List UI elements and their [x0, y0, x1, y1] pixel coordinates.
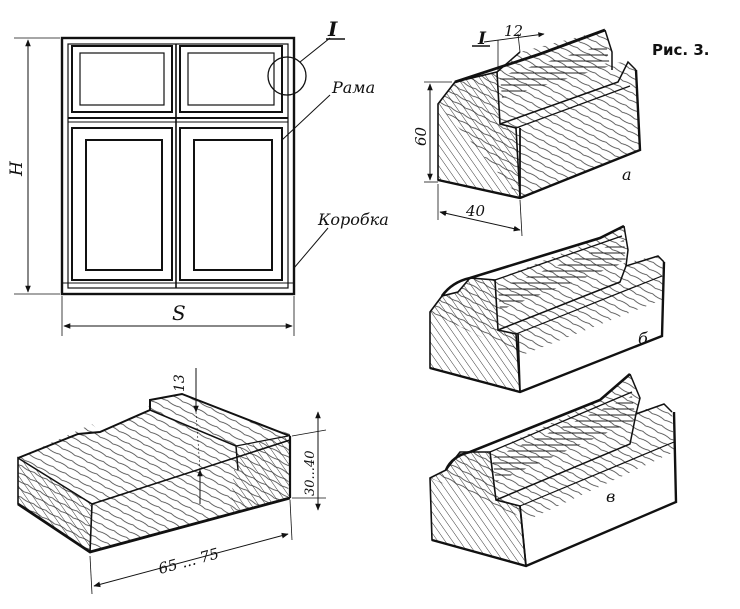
height-label: H — [7, 160, 27, 177]
blank-rebate-depth: 13 — [172, 374, 188, 392]
sash-left-glass — [85, 139, 163, 271]
profile-a-detail-marker: I — [477, 29, 487, 49]
blank: 13 30...40 65 ... 75 — [17, 368, 327, 595]
frame-inner — [67, 43, 289, 289]
blank-width: 65 ... 75 — [156, 544, 221, 577]
transom-pane-right-glass — [187, 52, 275, 106]
profile-a-variant: а — [622, 165, 632, 184]
transom-pane-right — [179, 45, 283, 113]
frame-outer — [60, 36, 296, 296]
detail-circle — [267, 56, 307, 96]
blank-width-dimension — [93, 532, 289, 588]
window-detail-marker: I — [327, 17, 338, 41]
profile-a-width-dimension — [439, 210, 521, 232]
sash-right — [179, 127, 283, 281]
profile-b: б — [429, 224, 666, 394]
profile-v: в — [429, 373, 678, 568]
profile-v-variant: в — [606, 487, 615, 506]
window-elevation: I Рама Коробка H S — [7, 17, 389, 336]
width-label: S — [172, 301, 186, 325]
profile-a-height: 60 — [412, 126, 430, 146]
profile-a: 60 40 12 I а — [412, 22, 642, 237]
sash-right-glass — [193, 139, 273, 271]
sash-left — [71, 127, 173, 281]
transom-pane-left-glass — [79, 52, 165, 106]
profile-a-rebate-width: 12 — [504, 22, 523, 40]
transom-pane-left — [71, 45, 173, 113]
profile-b-variant: б — [638, 329, 648, 348]
profile-a-width: 40 — [465, 202, 486, 220]
frame-label: Коробка — [317, 210, 389, 229]
sash-label: Рама — [331, 78, 375, 97]
figure-title: Рис. 3. — [652, 41, 709, 59]
blank-thickness: 30...40 — [303, 451, 318, 496]
